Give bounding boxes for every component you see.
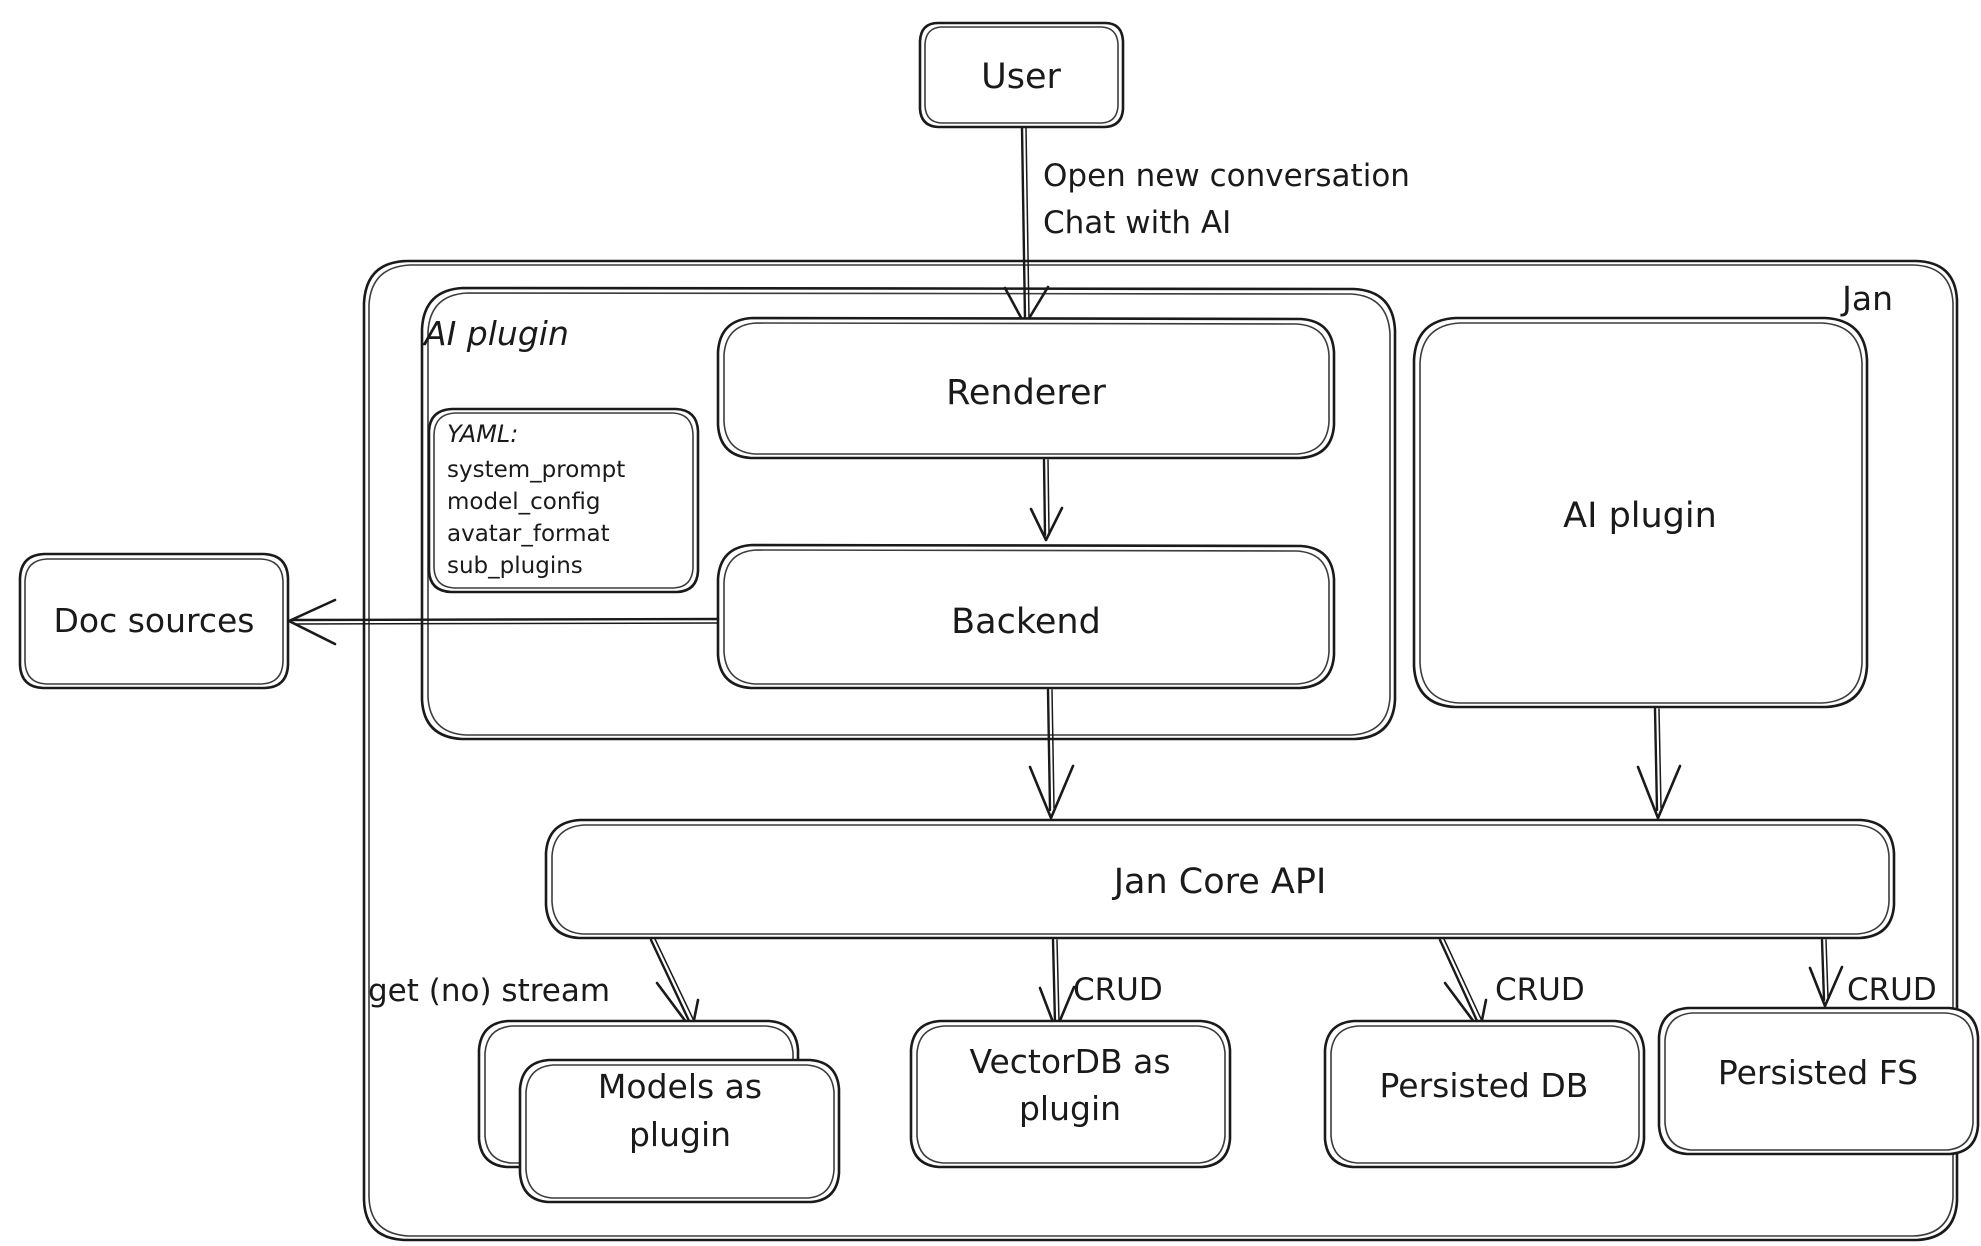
node-persisted-db-label: Persisted DB: [1380, 1066, 1589, 1105]
edge-core-to-persisted-db-label: CRUD: [1495, 972, 1585, 1008]
node-backend[interactable]: Backend: [716, 543, 1336, 690]
edge-core-to-vectordb-label: CRUD: [1073, 972, 1163, 1008]
node-persisted-db[interactable]: Persisted DB: [1323, 1019, 1646, 1169]
edge-core-to-models-label: get (no) stream: [368, 973, 610, 1009]
edge-backend-to-core: [1028, 688, 1075, 820]
edge-core-to-persisted-db: CRUD: [1438, 938, 1585, 1032]
edge-backend-to-doc-sources: [287, 598, 720, 646]
card-yaml-key-1: model_config: [447, 489, 601, 515]
node-jan-core-api-label: Jan Core API: [1112, 862, 1327, 902]
node-vectordb-plugin-label-line2: plugin: [1019, 1089, 1121, 1128]
node-jan-core-api[interactable]: Jan Core API: [544, 818, 1896, 940]
edge-core-to-persisted-fs-label: CRUD: [1847, 972, 1937, 1008]
edge-ai-plugin-to-core: [1636, 707, 1682, 820]
node-persisted-fs[interactable]: Persisted FS: [1657, 1006, 1980, 1156]
edge-core-to-models: get (no) stream: [368, 938, 700, 1032]
edge-user-to-renderer-label-line1: Open new conversation: [1043, 158, 1410, 194]
node-vectordb-plugin-label-line1: VectorDB as: [969, 1042, 1170, 1081]
node-doc-sources-label: Doc sources: [53, 601, 254, 640]
card-yaml-key-3: sub_plugins: [447, 553, 583, 579]
container-ai-plugin-group-label: AI plugin: [422, 314, 569, 353]
edge-renderer-to-backend: [1029, 458, 1064, 542]
card-yaml[interactable]: YAML: system_prompt model_config avatar_…: [427, 407, 700, 594]
edge-core-to-vectordb: CRUD: [1038, 938, 1163, 1032]
edge-user-to-renderer-label-line2: Chat with AI: [1043, 205, 1231, 241]
node-renderer[interactable]: Renderer: [716, 316, 1336, 460]
node-models-plugin-label-line2: plugin: [629, 1115, 731, 1154]
edge-core-to-persisted-fs: CRUD: [1808, 938, 1937, 1008]
node-ai-plugin-right[interactable]: AI plugin: [1412, 316, 1869, 709]
node-backend-label: Backend: [951, 602, 1101, 642]
card-yaml-key-0: system_prompt: [447, 457, 625, 483]
card-yaml-key-2: avatar_format: [447, 521, 610, 547]
node-ai-plugin-right-label: AI plugin: [1563, 496, 1717, 536]
card-yaml-heading: YAML:: [447, 420, 518, 448]
container-jan-label: Jan: [1840, 279, 1893, 318]
node-models-plugin[interactable]: Models as plugin: [477, 1019, 841, 1204]
edge-user-to-renderer: Open new conversation Chat with AI: [1003, 126, 1410, 327]
node-doc-sources[interactable]: Doc sources: [18, 552, 290, 690]
node-user[interactable]: User: [918, 21, 1125, 129]
node-vectordb-plugin[interactable]: VectorDB as plugin: [909, 1019, 1232, 1169]
node-models-plugin-label-line1: Models as: [598, 1067, 762, 1106]
node-persisted-fs-label: Persisted FS: [1718, 1053, 1918, 1092]
node-user-label: User: [981, 57, 1061, 97]
node-renderer-label: Renderer: [946, 373, 1106, 413]
